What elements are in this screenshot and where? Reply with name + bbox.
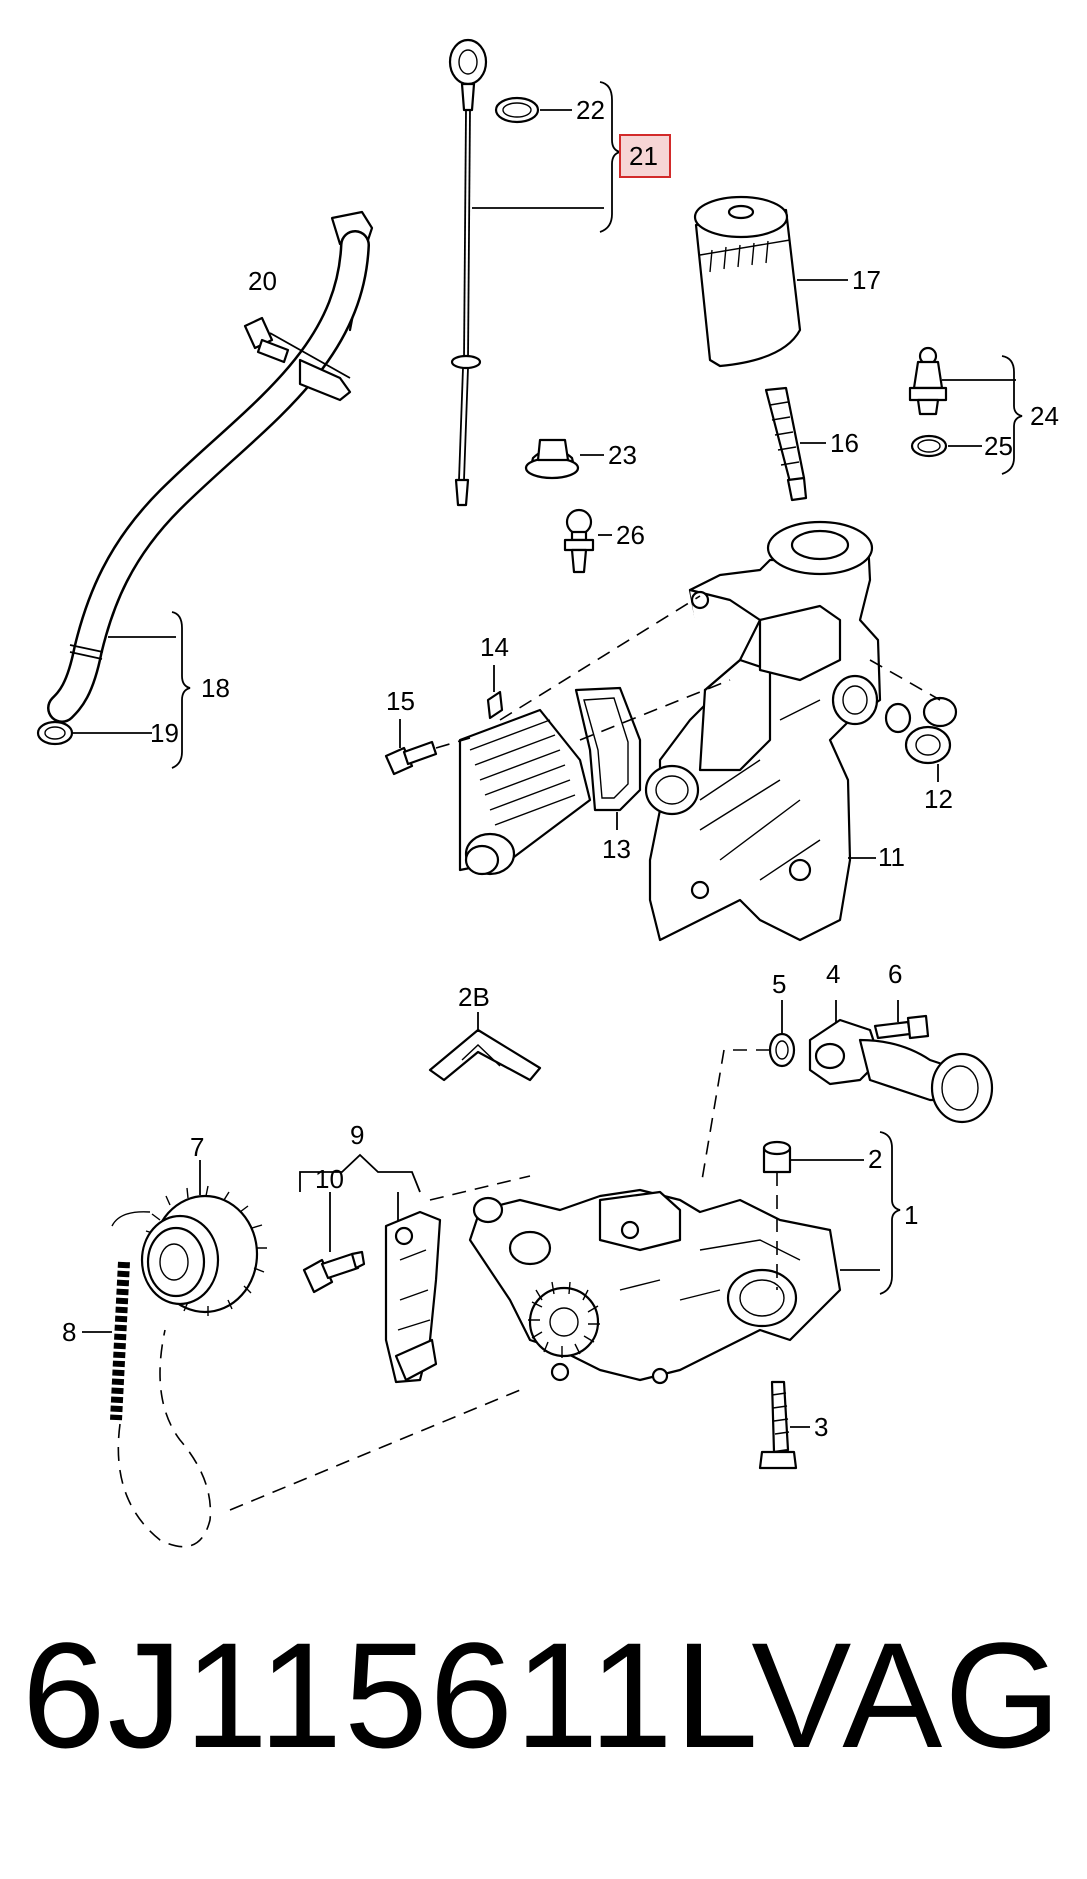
- callout-18: 18: [201, 673, 230, 703]
- oil-cooler-14: [458, 690, 592, 876]
- callout-2B: 2B: [458, 982, 490, 1012]
- callout-16: 16: [830, 428, 859, 458]
- callout-14: 14: [480, 632, 509, 662]
- callout-13: 13: [602, 834, 631, 864]
- callout-4: 4: [826, 959, 840, 989]
- brand-name: VAG: [751, 1611, 1063, 1779]
- callout-21-highlight: [619, 134, 671, 178]
- callout-25: 25: [984, 431, 1013, 461]
- oil-filler-tube: [47, 210, 374, 723]
- bolt-6: [873, 1014, 930, 1040]
- callout-8: 8: [62, 1317, 76, 1347]
- ball-stud-26: [563, 508, 595, 574]
- callout-7: 7: [190, 1132, 204, 1162]
- callout-26: 26: [616, 520, 645, 550]
- exploded-parts-diagram: 1 2 3 4 5 6 7 8 9 10 11 12 13 14 15 16 1…: [36, 38, 1059, 1548]
- callout-1: 1: [904, 1200, 918, 1230]
- bolt-10: [302, 1250, 366, 1294]
- callout-12: 12: [924, 784, 953, 814]
- callout-23: 23: [608, 440, 637, 470]
- callout-3: 3: [814, 1412, 828, 1442]
- filter-element-16: [764, 386, 826, 502]
- callout-6: 6: [888, 959, 902, 989]
- bracket-2B: [428, 1028, 542, 1082]
- plug-23: [524, 438, 580, 480]
- seal-ring-22: [494, 96, 540, 124]
- callout-2: 2: [868, 1144, 882, 1174]
- bolt-3: [758, 1380, 798, 1470]
- callout-17: 17: [852, 265, 881, 295]
- seal-ring-25: [910, 434, 948, 458]
- seal-ring-5: [768, 1032, 796, 1068]
- oil-filter-housing-11: [644, 520, 882, 942]
- part-caption: 6J115611L VAG: [0, 1620, 1087, 1820]
- oil-pump-1: [468, 1188, 842, 1385]
- sprocket-7: [140, 1185, 267, 1316]
- chain-tensioner-9: [384, 1210, 442, 1384]
- bolt-15: [384, 719, 438, 776]
- pressure-switch-24: [908, 346, 948, 416]
- gasket-12: [884, 696, 958, 765]
- callout-9: 9: [350, 1120, 364, 1150]
- gasket-13: [574, 686, 642, 812]
- sleeve-2: [762, 1140, 792, 1174]
- callout-11: 11: [878, 842, 905, 872]
- drive-chain-8: [110, 1211, 212, 1548]
- callout-24: 24: [1030, 401, 1059, 431]
- callout-19: 19: [150, 718, 179, 748]
- part-number: 6J115611L: [22, 1611, 761, 1779]
- oil-filter-17: [693, 195, 848, 368]
- callout-10: 10: [315, 1164, 344, 1194]
- callout-22: 22: [576, 95, 605, 125]
- bolt-20: [243, 316, 351, 379]
- dipstick: [448, 38, 488, 507]
- callout-21: 21: [629, 141, 658, 171]
- oil-pickup-4: [808, 1018, 994, 1124]
- callout-15: 15: [386, 686, 415, 716]
- seal-ring-19: [36, 720, 74, 746]
- callout-5: 5: [772, 969, 786, 999]
- callout-20: 20: [248, 266, 277, 296]
